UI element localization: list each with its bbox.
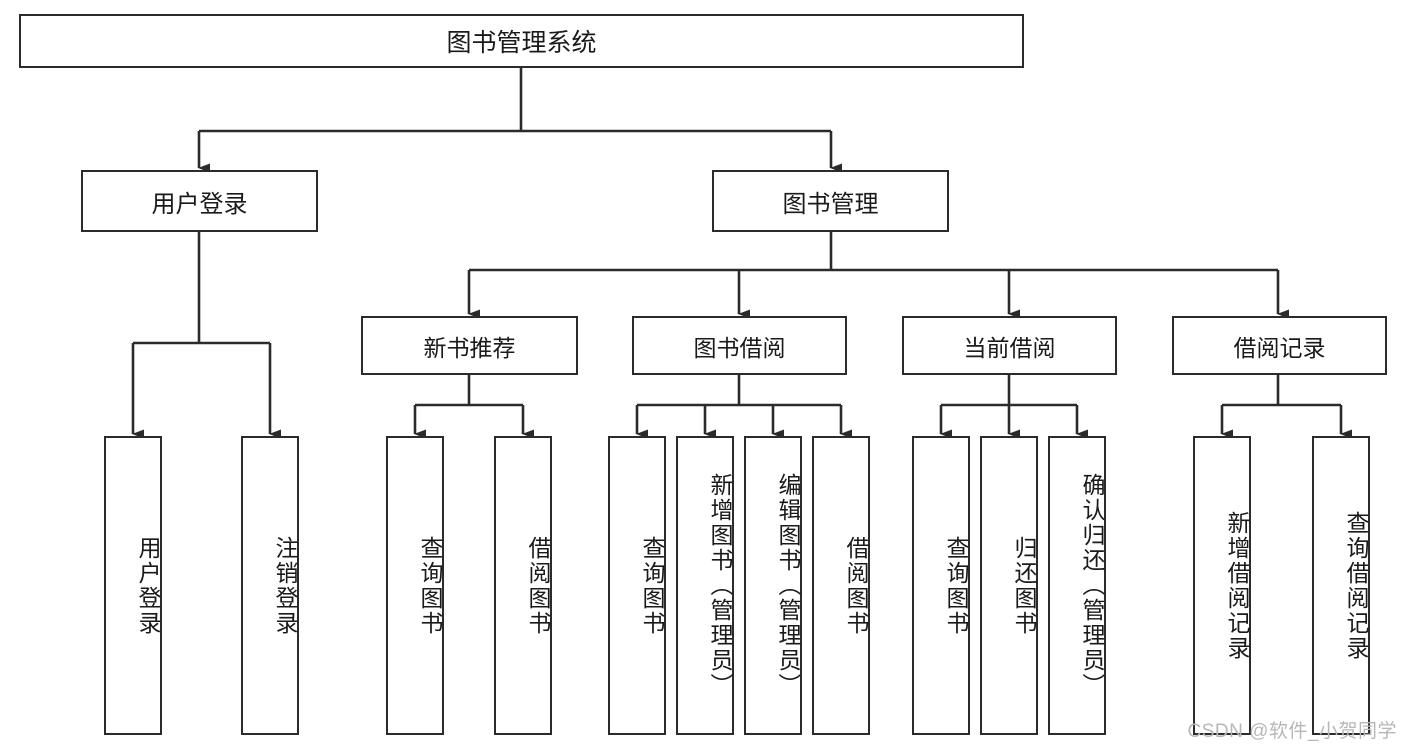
node-root-label: 图书管理系统 [446, 29, 597, 57]
leaf-current-return-book-label: 归还图书 [1011, 535, 1037, 636]
leaf-recommend-query-book[interactable]: 查询图书 [386, 436, 444, 735]
leaf-borrow-add-book[interactable]: 新增图书（管理员） [676, 436, 734, 735]
node-borrow-record-label: 借阅记录 [1233, 334, 1326, 361]
node-current-borrow-label: 当前借阅 [963, 334, 1056, 361]
node-new-book-recommend-label: 新书推荐 [423, 334, 516, 361]
leaf-user-login-logout[interactable]: 注销登录 [241, 436, 299, 735]
leaf-borrow-edit-book[interactable]: 编辑图书（管理员） [744, 436, 802, 735]
leaf-borrow-query-book[interactable]: 查询图书 [608, 436, 666, 735]
leaf-record-add-record[interactable]: 新增借阅记录 [1193, 436, 1251, 735]
leaf-current-confirm-return-label: 确认归还（管理员） [1079, 473, 1105, 698]
leaf-recommend-borrow-book[interactable]: 借阅图书 [494, 436, 552, 735]
leaf-recommend-borrow-book-label: 借阅图书 [525, 535, 551, 636]
node-book-management-label: 图书管理 [782, 190, 879, 218]
leaf-record-query-record-label: 查询借阅记录 [1343, 510, 1369, 661]
leaf-user-login-logout-label: 注销登录 [272, 535, 298, 636]
leaf-record-query-record[interactable]: 查询借阅记录 [1312, 436, 1370, 735]
node-book-borrow[interactable]: 图书借阅 [632, 316, 847, 375]
leaf-borrow-borrow-book-label: 借阅图书 [843, 535, 869, 636]
leaf-recommend-query-book-label: 查询图书 [417, 535, 443, 636]
leaf-user-login-login-label: 用户登录 [135, 535, 161, 636]
node-book-management[interactable]: 图书管理 [712, 170, 949, 232]
leaf-current-query-book-label: 查询图书 [943, 535, 969, 636]
leaf-current-query-book[interactable]: 查询图书 [912, 436, 970, 735]
node-root[interactable]: 图书管理系统 [19, 14, 1024, 68]
leaf-borrow-borrow-book[interactable]: 借阅图书 [812, 436, 870, 735]
leaf-borrow-edit-book-label: 编辑图书（管理员） [775, 473, 801, 698]
leaf-user-login-login[interactable]: 用户登录 [104, 436, 162, 735]
leaf-current-confirm-return[interactable]: 确认归还（管理员） [1048, 436, 1106, 735]
leaf-borrow-query-book-label: 查询图书 [639, 535, 665, 636]
node-new-book-recommend[interactable]: 新书推荐 [361, 316, 578, 375]
leaf-current-return-book[interactable]: 归还图书 [980, 436, 1038, 735]
node-borrow-record[interactable]: 借阅记录 [1172, 316, 1387, 375]
node-book-borrow-label: 图书借阅 [693, 334, 786, 361]
leaf-borrow-add-book-label: 新增图书（管理员） [707, 473, 733, 698]
node-current-borrow[interactable]: 当前借阅 [902, 316, 1117, 375]
node-user-login-label: 用户登录 [151, 190, 248, 218]
node-user-login[interactable]: 用户登录 [81, 170, 318, 232]
leaf-record-add-record-label: 新增借阅记录 [1224, 510, 1250, 661]
csdn-watermark: CSDN @软件_小贺同学 [1187, 721, 1397, 742]
